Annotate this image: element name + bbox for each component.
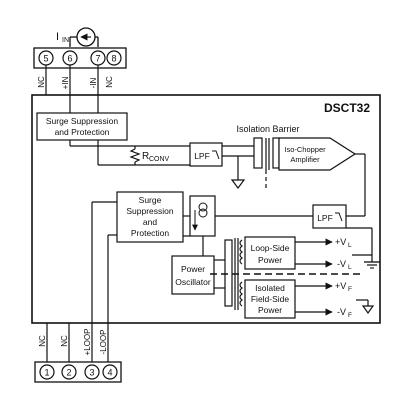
svg-text:Power: Power: [258, 255, 282, 265]
rconv-label: R: [142, 151, 149, 162]
power-oscillator: Power Oscillator: [171, 255, 215, 295]
svg-text:Loop-Side: Loop-Side: [251, 243, 290, 253]
loop-ground-icon: [352, 228, 380, 269]
svg-text:Amplifier: Amplifier: [290, 155, 320, 164]
svg-text:Field-Side: Field-Side: [251, 294, 290, 304]
svg-text:4: 4: [107, 368, 112, 378]
svg-text:Isolated: Isolated: [255, 283, 285, 293]
terminal-5-label: NC: [37, 76, 46, 88]
rconv-resistor: R CONV: [129, 146, 170, 165]
input-lpf: LPF: [189, 142, 223, 167]
svg-text:and Protection: and Protection: [55, 127, 110, 137]
terminal-1-label: NC: [38, 335, 47, 347]
svg-text:Iso-Chopper: Iso-Chopper: [284, 145, 326, 154]
terminal-6-label: +IN: [61, 76, 70, 89]
svg-text:2: 2: [66, 368, 71, 378]
svg-text:Surge Suppression: Surge Suppression: [46, 116, 119, 126]
svg-text:Power: Power: [181, 264, 205, 274]
minus-vl-sub: L: [348, 264, 352, 271]
svg-text:1: 1: [44, 368, 49, 378]
plus-vl-sub: L: [348, 242, 352, 249]
terminal-3[interactable]: 3: [84, 364, 100, 380]
top-terminal-block: 5 6 7 8: [33, 47, 127, 69]
minus-vf-sub: F: [348, 312, 352, 319]
terminal-7-label: -IN: [89, 77, 98, 88]
plus-vf-sub: F: [348, 286, 352, 293]
surge-suppression-bottom: Surge Suppression and Protection: [116, 191, 184, 243]
svg-text:and: and: [143, 217, 157, 227]
isolation-barrier-label: Isolation Barrier: [236, 124, 299, 134]
svg-text:Oscillator: Oscillator: [175, 277, 211, 287]
svg-text:Surge: Surge: [139, 195, 162, 205]
terminal-4-label: -LOOP: [99, 330, 108, 355]
terminal-4[interactable]: 4: [102, 364, 118, 380]
terminal-8[interactable]: 8: [106, 50, 122, 66]
input-current-subscript: IN: [62, 37, 69, 44]
bottom-terminal-block: 1 2 3 4: [34, 361, 122, 383]
field-side-power: Isolated Field-Side Power: [244, 279, 296, 319]
output-current-regulator: [189, 195, 216, 237]
input-current-source: I IN: [56, 27, 99, 47]
terminal-3-label: +LOOP: [83, 329, 92, 356]
minus-vl-label: -V: [337, 259, 346, 269]
svg-text:Suppression: Suppression: [126, 206, 174, 216]
svg-text:3: 3: [89, 368, 94, 378]
input-ground-icon: [230, 156, 246, 189]
terminal-8-label: NC: [105, 76, 114, 88]
plus-vf-label: +V: [335, 281, 346, 291]
surge-suppression-top: Surge Suppression and Protection: [36, 112, 128, 141]
input-current-label: I: [56, 31, 59, 43]
terminal-5[interactable]: 5: [38, 50, 54, 66]
loop-side-power: Loop-Side Power: [244, 236, 296, 270]
svg-text:7: 7: [95, 54, 100, 64]
iso-chopper-amplifier: Iso-Chopper Amplifier: [278, 137, 357, 171]
svg-text:8: 8: [111, 54, 116, 64]
model-label: DSCT32: [324, 101, 370, 115]
terminal-2[interactable]: 2: [61, 364, 77, 380]
svg-text:5: 5: [43, 54, 48, 64]
svg-text:LPF: LPF: [317, 213, 333, 223]
bottom-terminal-leads: NC NC +LOOP -LOOP: [38, 323, 109, 364]
rconv-subscript: CONV: [149, 156, 170, 163]
svg-text:Power: Power: [258, 305, 282, 315]
output-lpf: LPF: [312, 204, 347, 229]
svg-text:6: 6: [67, 54, 72, 64]
terminal-1[interactable]: 1: [39, 364, 55, 380]
terminal-7[interactable]: 7: [90, 50, 106, 66]
field-ground-icon: [356, 299, 375, 315]
minus-vf-label: -V: [337, 307, 346, 317]
top-terminal-leads: NC +IN -IN NC: [37, 65, 114, 113]
svg-text:LPF: LPF: [194, 151, 210, 161]
terminal-2-label: NC: [60, 335, 69, 347]
module-enclosure: [31, 94, 381, 324]
svg-text:Protection: Protection: [131, 228, 170, 238]
plus-vl-label: +V: [335, 237, 346, 247]
input-transformer-icon: [253, 137, 280, 170]
terminal-6[interactable]: 6: [62, 50, 78, 66]
